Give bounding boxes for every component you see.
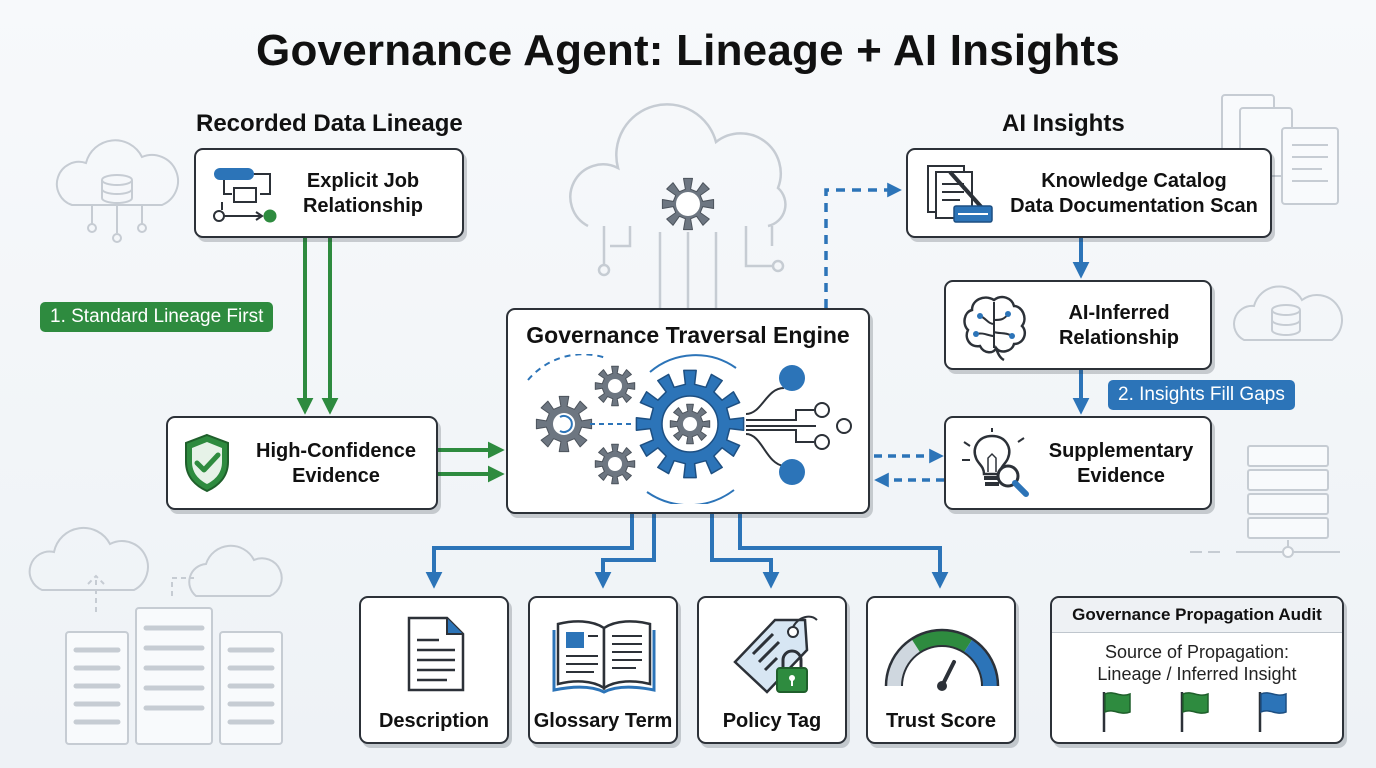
brain-icon	[963, 295, 1026, 362]
high-confidence-evidence-node: High-Confidence Evidence	[166, 416, 438, 510]
document-icon	[407, 616, 465, 692]
background-cloud-gear-icon	[569, 103, 787, 310]
audit-flag-lineage-2	[1180, 692, 1209, 732]
background-cloud-database-right-icon	[1233, 285, 1343, 341]
insights-fill-gaps-badge: 2. Insights Fill Gaps	[1108, 380, 1295, 410]
governance-traversal-engine-node	[506, 308, 870, 514]
standard-lineage-first-badge: 1. Standard Lineage First	[40, 302, 274, 332]
engine-gears-network-icon	[527, 354, 852, 504]
output-trust-score-label: Trust Score	[885, 710, 997, 732]
background-cloud-database-icon	[55, 139, 179, 243]
audit-flags	[1102, 692, 1287, 732]
ai-insights-heading: AI Insights	[1002, 110, 1125, 137]
output-trust-score-node: Trust Score	[866, 596, 1016, 744]
output-description-label: Description	[378, 710, 490, 732]
shield-check-icon	[185, 433, 229, 493]
ai-inferred-relationship-node: AI-Inferred Relationship	[944, 280, 1212, 370]
supplementary-evidence-label: Supplementary Evidence	[1048, 440, 1194, 487]
background-server-right-icon	[1190, 445, 1340, 558]
cloud-gear-icon	[661, 177, 715, 231]
supplementary-evidence-node: Supplementary Evidence	[944, 416, 1212, 510]
lightbulb-magnifier-icon	[962, 428, 1029, 497]
output-policy-tag-label: Policy Tag	[722, 710, 822, 732]
explicit-job-relationship-label: Explicit Job Relationship	[302, 170, 423, 217]
knowledge-catalog-label: Knowledge Catalog Data Documentation Sca…	[1010, 170, 1258, 217]
gauge-icon	[884, 628, 1000, 691]
audit-flag-inferred	[1258, 692, 1287, 732]
audit-flag-lineage-1	[1102, 692, 1131, 732]
output-description-node: Description	[359, 596, 509, 744]
explicit-job-relationship-node: Explicit Job Relationship	[194, 148, 464, 238]
ai-inferred-relationship-label: AI-Inferred Relationship	[1058, 302, 1179, 349]
workflow-icon	[213, 168, 277, 223]
document-scan-icon	[927, 165, 993, 223]
output-glossary-term-node: Glossary Term	[528, 596, 678, 744]
output-policy-tag-node: Policy Tag	[697, 596, 847, 744]
engine-output-connectors	[425, 514, 949, 589]
background-cloud-servers-left-icon	[28, 526, 283, 745]
page-title: Governance Agent: Lineage + AI Insights	[256, 26, 1120, 75]
open-book-icon	[552, 620, 656, 694]
recorded-lineage-heading: Recorded Data Lineage	[196, 110, 463, 137]
engine-title: Governance Traversal Engine	[526, 322, 850, 348]
output-glossary-term-label: Glossary Term	[533, 710, 673, 732]
high-confidence-evidence-label: High-Confidence Evidence	[256, 440, 416, 487]
tag-lock-icon	[733, 615, 818, 694]
engine-to-catalog-dashed-arrow	[824, 182, 902, 308]
audit-source-values: Lineage / Inferred Insight	[1097, 664, 1297, 684]
audit-title: Governance Propagation Audit	[1052, 598, 1342, 633]
audit-source-line: Source of Propagation:	[1104, 642, 1290, 662]
knowledge-catalog-node: Knowledge Catalog Data Documentation Sca…	[906, 148, 1272, 238]
